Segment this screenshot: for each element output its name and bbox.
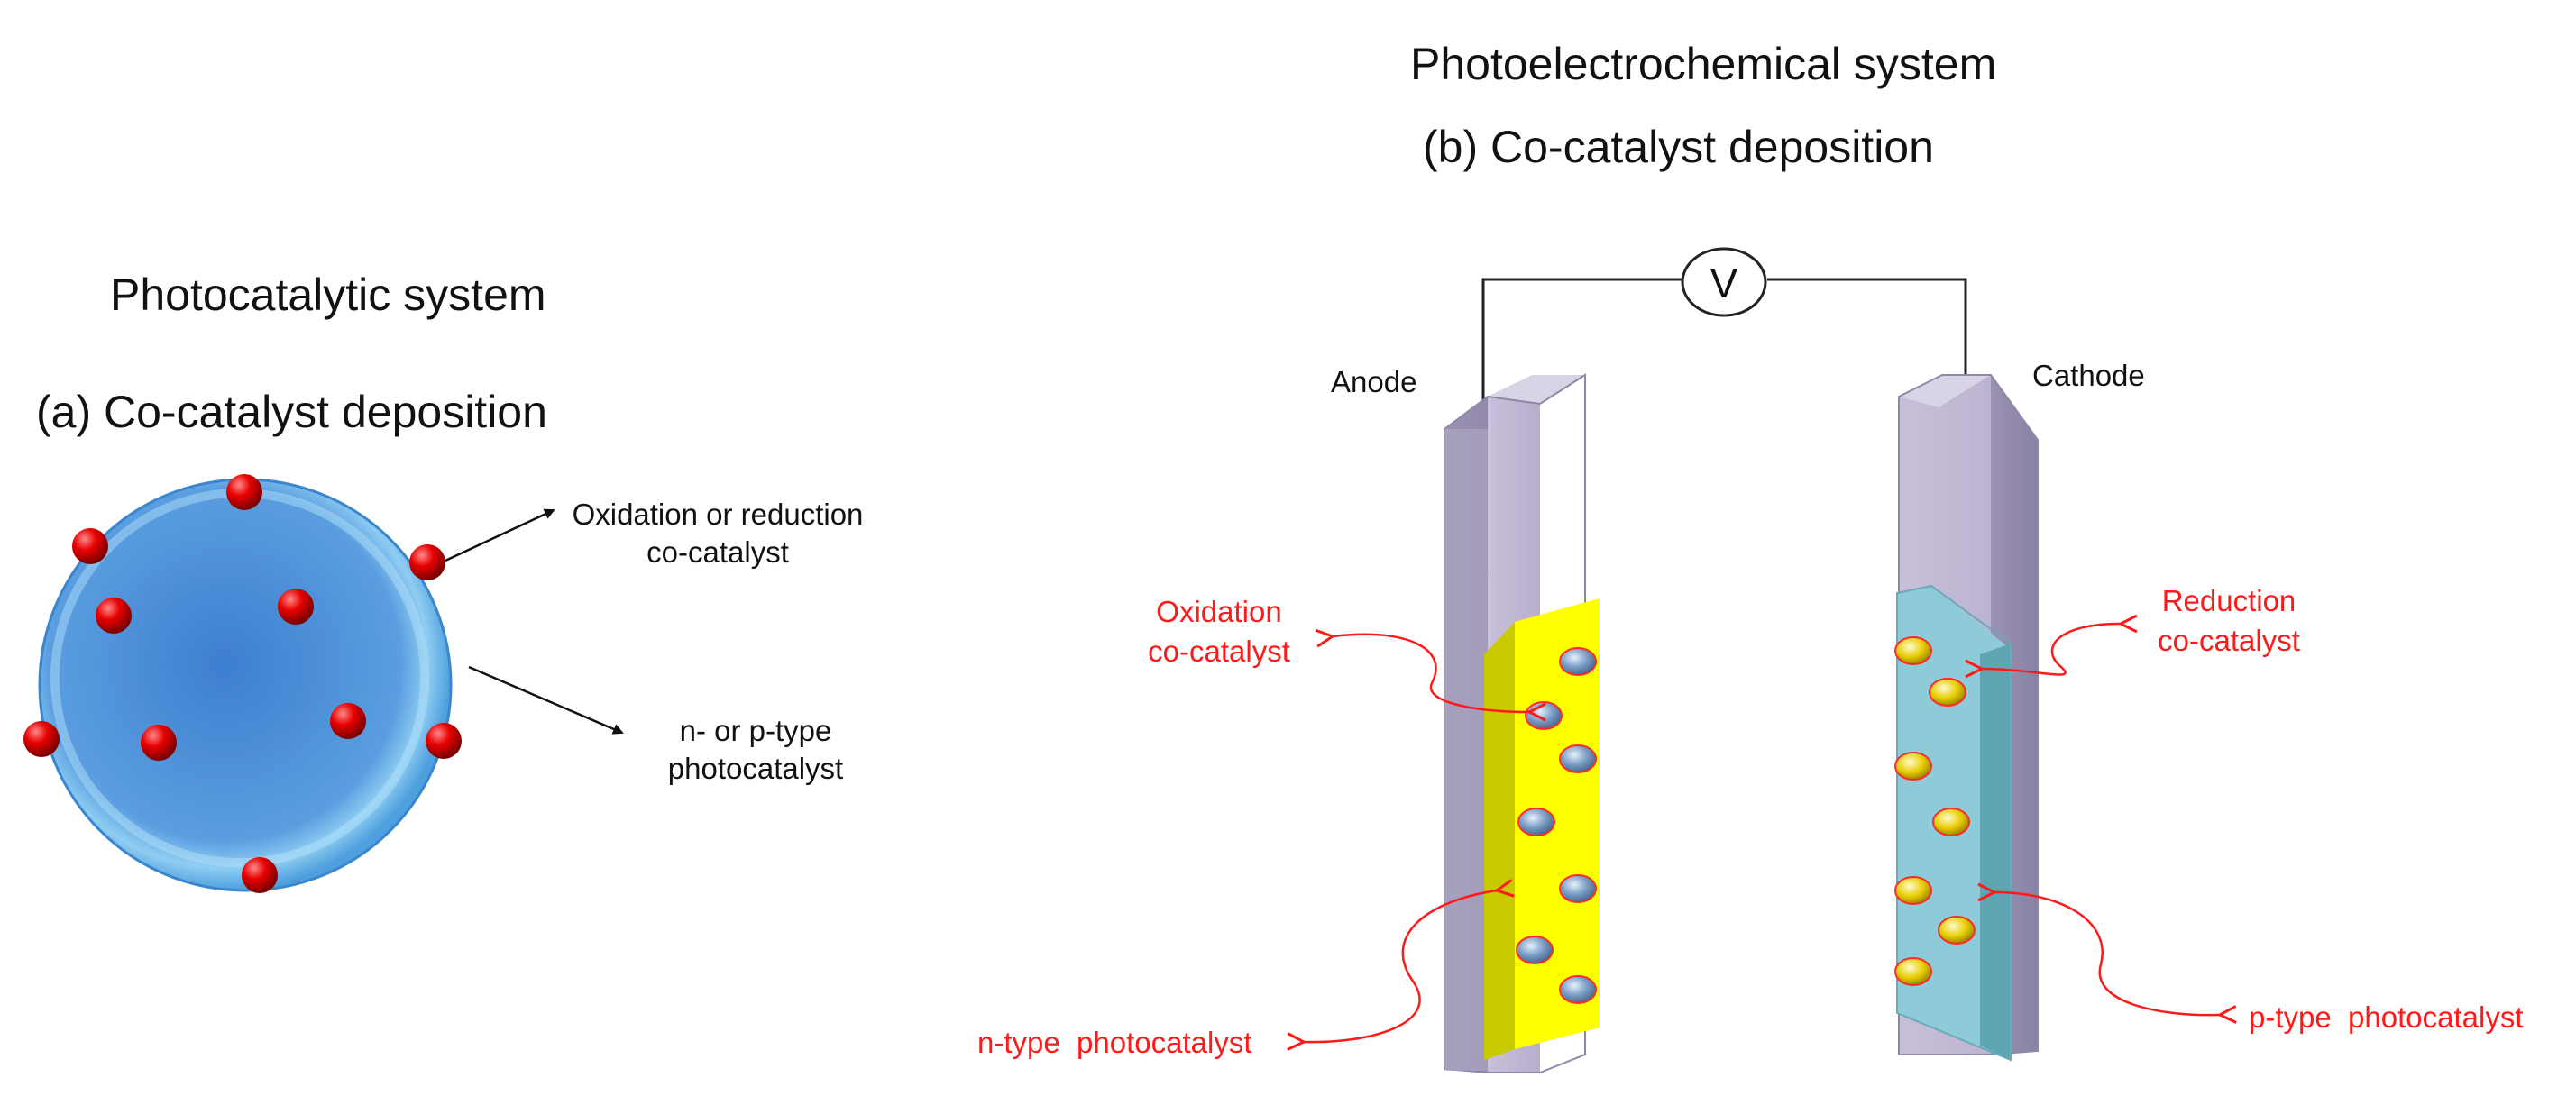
right-heading: Photoelectrochemical system [1410, 39, 1996, 89]
cocatalyst-label-line1: Oxidation or reduction [573, 498, 864, 531]
cocatalyst-dot [141, 725, 177, 761]
cocatalyst-dot [96, 598, 132, 634]
oxidation-dot [1525, 701, 1563, 730]
oxidation-label-line2: co-catalyst [1148, 635, 1290, 668]
cocatalyst-dot [409, 544, 445, 580]
left-subheading: (a) Co-catalyst deposition [36, 387, 547, 437]
reduction-dot [1894, 752, 1932, 781]
cathode-label: Cathode [2032, 359, 2145, 392]
oxidation-dot [1559, 647, 1597, 676]
cocatalyst-dot [330, 703, 366, 739]
cocatalyst-arrow [445, 508, 555, 562]
cocatalyst-dot [226, 474, 262, 510]
reduction-dot [1894, 636, 1932, 665]
cocatalyst-dot [426, 723, 462, 759]
p-type-arrow [1994, 892, 2220, 1015]
reduction-dot [1894, 876, 1932, 905]
cocatalyst-dot [23, 721, 60, 757]
photocatalyst-arrow [468, 665, 624, 735]
voltmeter [1681, 247, 1767, 317]
reduction-dot [1894, 957, 1932, 986]
oxidation-dot [1559, 744, 1597, 773]
cocatalyst-dot [72, 528, 108, 564]
anode-label: Anode [1331, 365, 1416, 398]
reduction-dot [1938, 916, 1976, 945]
reduction-dot [1932, 808, 1970, 836]
oxidation-dot [1516, 936, 1554, 964]
photocatalyst-label-line2: photocatalyst [668, 752, 843, 785]
oxidation-arrow [1333, 635, 1529, 712]
oxidation-dot [1517, 808, 1555, 836]
n-type-label: n-type photocatalyst [977, 1026, 1252, 1059]
voltmeter-label: V [1710, 260, 1738, 306]
oxidation-dot [1559, 874, 1597, 903]
p-type-label: p-type photocatalyst [2249, 1000, 2524, 1034]
reduction-dot [1929, 678, 1966, 707]
reduction-label-line2: co-catalyst [2158, 624, 2300, 657]
photocatalyst-label-line1: n- or p-type [680, 714, 832, 747]
reduction-arrow [1982, 624, 2121, 675]
n-type-arrow [1304, 890, 1497, 1042]
oxidation-label-line1: Oxidation [1156, 595, 1281, 628]
cocatalyst-dot [242, 857, 278, 893]
oxidation-dot [1559, 975, 1597, 1004]
left-heading: Photocatalytic system [110, 269, 546, 320]
reduction-cocatalyst-dots [1894, 636, 1976, 986]
reduction-label-line1: Reduction [2162, 584, 2296, 617]
right-subheading: (b) Co-catalyst deposition [1423, 122, 1934, 172]
circuit-wire [1481, 278, 1967, 407]
cocatalyst-particles [23, 474, 462, 893]
cocatalyst-dot [278, 589, 314, 625]
cocatalyst-label-line2: co-catalyst [646, 535, 789, 569]
